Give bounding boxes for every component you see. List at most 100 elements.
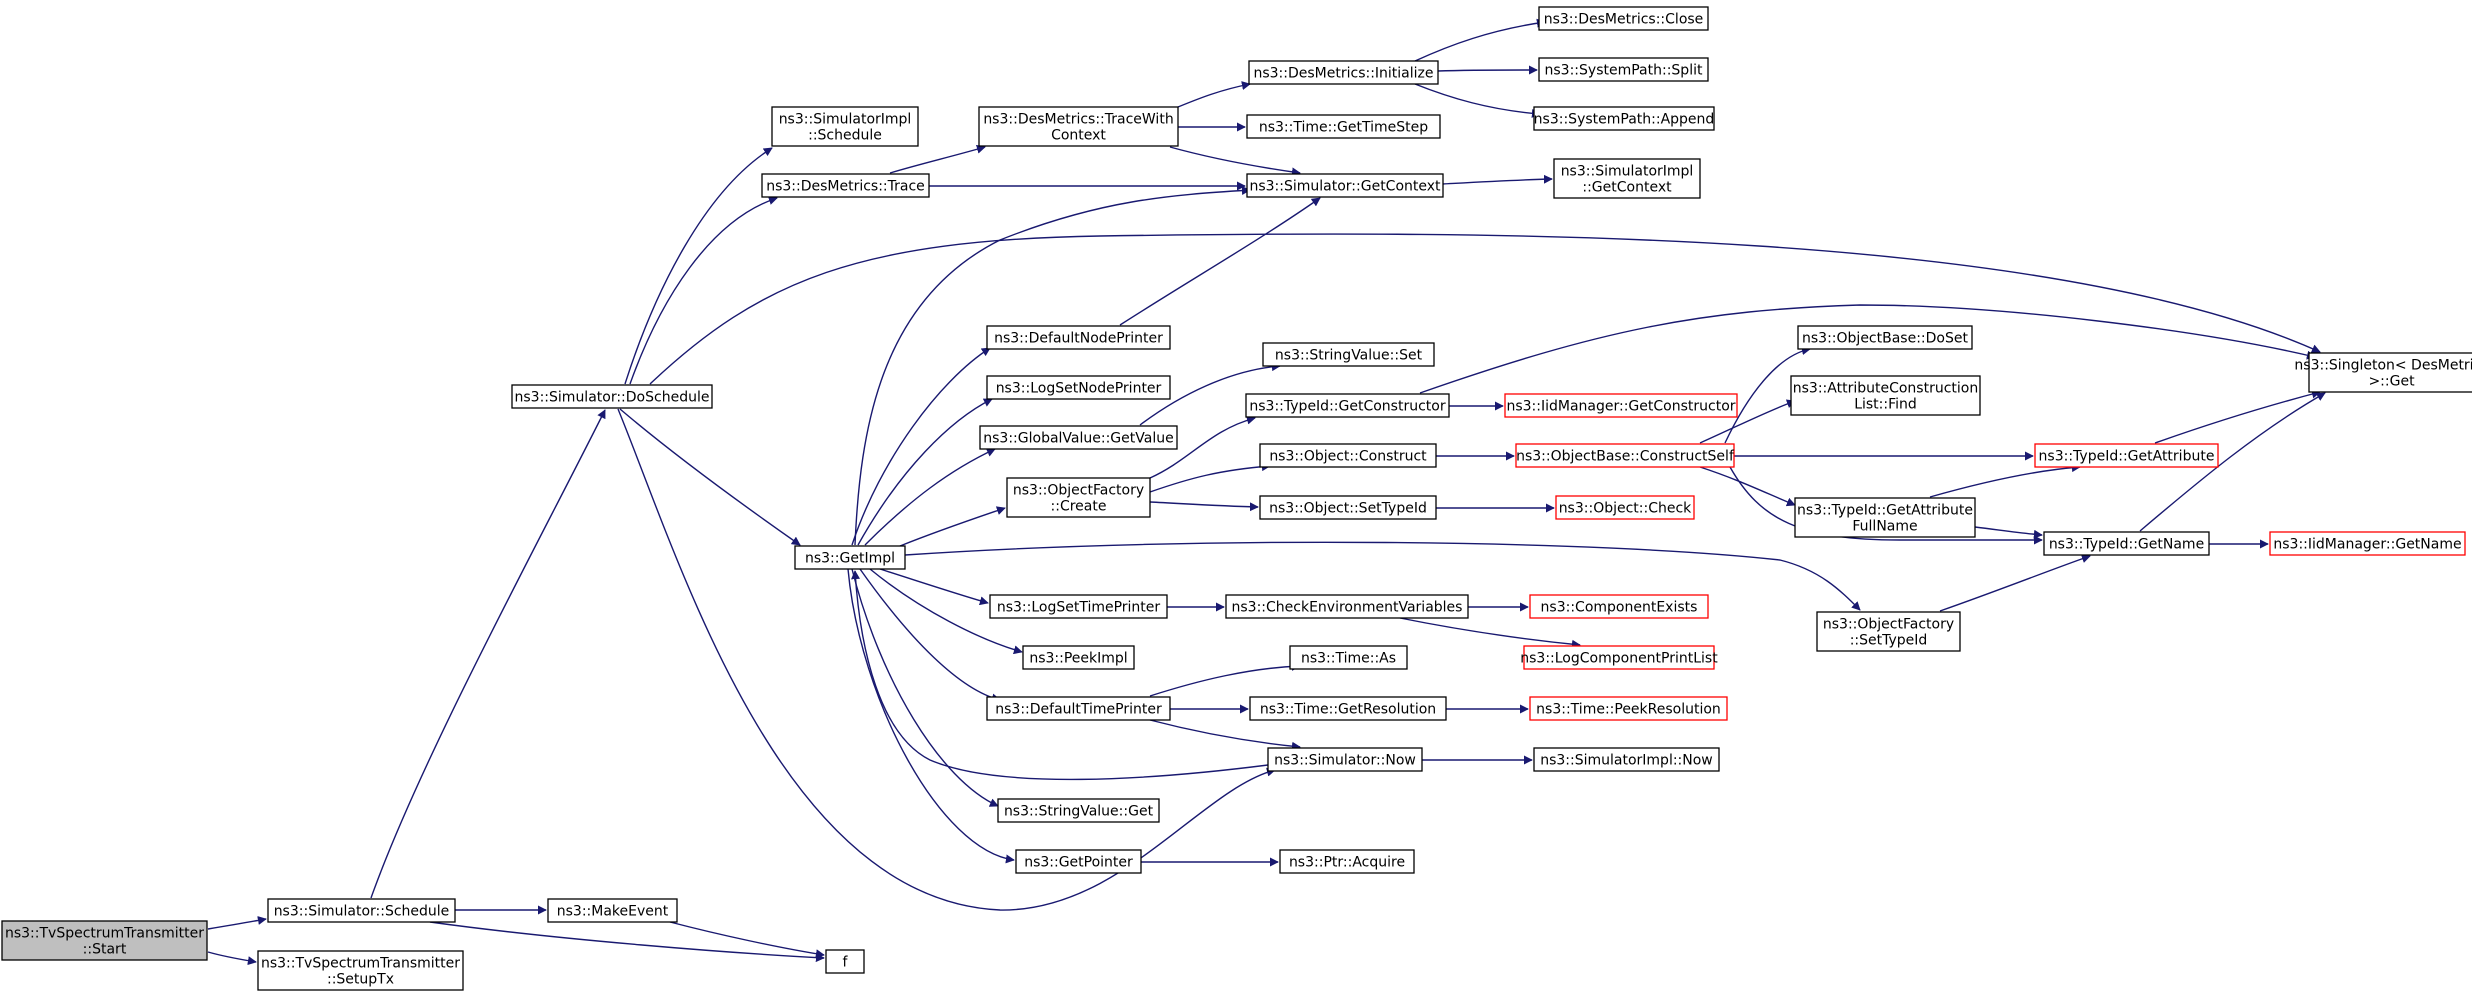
node-desmetrics-init[interactable]: ns3::DesMetrics::Initialize	[1248, 60, 1439, 85]
node-simimpl-now[interactable]: ns3::SimulatorImpl::Now	[1533, 747, 1720, 772]
node-objectbase-constructself[interactable]: ns3::ObjectBase::ConstructSelf	[1515, 443, 1735, 468]
node-label: ns3::TypeId::GetAttribute	[1797, 503, 1973, 519]
node-typeid-getconstructor[interactable]: ns3::TypeId::GetConstructor	[1245, 393, 1450, 418]
node-box	[986, 696, 1171, 721]
edge-line	[1419, 304, 2316, 394]
node-box	[2269, 531, 2466, 556]
node-doschedule[interactable]: ns3::Simulator::DoSchedule	[511, 384, 713, 409]
edge-line	[1437, 65, 1538, 75]
edge-defaulttimeprinter-to-time_as	[1149, 661, 1301, 697]
node-box	[1553, 158, 1701, 199]
edge-sim_schedule-to-doschedule	[370, 409, 606, 899]
node-logcomponentprintlist[interactable]: ns3::LogComponentPrintList	[1520, 645, 1718, 670]
node-sim-now[interactable]: ns3::Simulator::Now	[1267, 747, 1423, 772]
node-time-as[interactable]: ns3::Time::As	[1289, 645, 1408, 670]
node-iidmanager-getname[interactable]: ns3::IidManager::GetName	[2269, 531, 2466, 556]
node-start[interactable]: ns3::TvSpectrumTransmitter::Start	[1, 920, 208, 961]
node-objectfactory-create[interactable]: ns3::ObjectFactory::Create	[1006, 477, 1151, 518]
edge-line	[869, 568, 1023, 655]
node-globalvalue-getvalue[interactable]: ns3::GlobalValue::GetValue	[979, 425, 1178, 450]
node-logsettimeprinter[interactable]: ns3::LogSetTimePrinter	[989, 594, 1168, 619]
edge-doschedule-to-simimpl_schedule	[624, 147, 773, 385]
node-peekimpl[interactable]: ns3::PeekImpl	[1022, 645, 1135, 670]
node-simimpl-schedule[interactable]: ns3::SimulatorImpl::Schedule	[771, 106, 919, 147]
edge-line	[1149, 462, 1271, 493]
edge-line	[864, 448, 996, 546]
node-label: ns3::ObjectFactory	[1823, 617, 1954, 633]
node-sim-schedule[interactable]: ns3::Simulator::Schedule	[267, 898, 456, 923]
edge-line	[429, 921, 825, 963]
node-defaulttimeprinter[interactable]: ns3::DefaultTimePrinter	[986, 696, 1171, 721]
node-systempath-append[interactable]: ns3::SystemPath::Append	[1533, 106, 1715, 131]
node-box	[1289, 645, 1408, 670]
node-object-settypeid[interactable]: ns3::Object::SetTypeId	[1259, 495, 1437, 520]
node-time-peekresolution[interactable]: ns3::Time::PeekResolution	[1529, 696, 1728, 721]
node-typeid-getname[interactable]: ns3::TypeId::GetName	[2043, 531, 2210, 556]
node-box	[511, 384, 713, 409]
edge-line	[1974, 526, 2043, 539]
node-label: ns3::SystemPath::Split	[1545, 63, 1703, 79]
node-label: ns3::LogSetNodePrinter	[996, 381, 1162, 397]
node-box	[986, 325, 1171, 350]
node-f[interactable]: f	[825, 949, 865, 974]
node-time-gettimestep[interactable]: ns3::Time::GetTimeStep	[1246, 114, 1441, 139]
node-stringvalue-get[interactable]: ns3::StringValue::Get	[997, 798, 1160, 823]
edge-typeid_getconstructor-to-singleton_get	[1419, 304, 2316, 394]
node-box	[2043, 531, 2210, 556]
edge-tracewithcontext-to-sim_getcontext	[1169, 146, 1301, 177]
node-box	[1529, 594, 1709, 619]
node-time-getresolution[interactable]: ns3::Time::GetResolution	[1249, 696, 1447, 721]
node-objectbase-doset[interactable]: ns3::ObjectBase::DoSet	[1797, 325, 1973, 350]
edge-desmetrics_init-to-desmetrics_close	[1414, 18, 1546, 62]
node-sim-getcontext[interactable]: ns3::Simulator::GetContext	[1246, 173, 1444, 198]
node-getpointer[interactable]: ns3::GetPointer	[1015, 849, 1142, 874]
node-box	[1267, 747, 1423, 772]
node-box	[1245, 393, 1450, 418]
node-label: ns3::Time::PeekResolution	[1536, 702, 1721, 718]
node-simimpl-getcontext[interactable]: ns3::SimulatorImpl::GetContext	[1553, 158, 1701, 199]
node-box	[997, 798, 1160, 823]
node-iidmanager-getconstructor[interactable]: ns3::IidManager::GetConstructor	[1504, 393, 1738, 418]
node-setuptx[interactable]: ns3::TvSpectrumTransmitter::SetupTx	[257, 950, 464, 991]
node-label: ns3::TvSpectrumTransmitter	[261, 956, 460, 972]
node-box	[1262, 342, 1435, 367]
edge-line	[629, 196, 778, 385]
edge-typeid_getattributefullname-to-typeid_getattribute	[1929, 463, 2081, 498]
node-stringvalue-set[interactable]: ns3::StringValue::Set	[1262, 342, 1435, 367]
node-object-construct[interactable]: ns3::Object::Construct	[1259, 443, 1437, 468]
node-objectfactory-settypeid[interactable]: ns3::ObjectFactory::SetTypeId	[1816, 611, 1961, 652]
edge-getimpl-to-logsetnodeprinter	[857, 398, 993, 546]
node-typeid-getattribute[interactable]: ns3::TypeId::GetAttribute	[2034, 443, 2219, 468]
node-box	[1279, 849, 1415, 874]
node-makeevent[interactable]: ns3::MakeEvent	[547, 898, 678, 923]
edge-doschedule-to-sim_now	[617, 408, 1276, 911]
node-label: ns3::StringValue::Set	[1275, 348, 1423, 364]
node-singleton-get[interactable]: ns3::Singleton< DesMetrics >::Get	[2294, 352, 2472, 393]
node-defaultnodeprinter[interactable]: ns3::DefaultNodePrinter	[986, 325, 1171, 350]
edge-getimpl-to-objectfactory_settypeid	[904, 541, 1861, 611]
node-checkenvvars[interactable]: ns3::CheckEnvironmentVariables	[1225, 594, 1469, 619]
node-box	[257, 950, 464, 991]
node-ptr-acquire[interactable]: ns3::Ptr::Acquire	[1279, 849, 1415, 874]
node-desmetrics-trace[interactable]: ns3::DesMetrics::Trace	[761, 173, 930, 198]
node-logsetnodeprinter[interactable]: ns3::LogSetNodePrinter	[986, 375, 1171, 400]
node-systempath-split[interactable]: ns3::SystemPath::Split	[1538, 57, 1709, 82]
edge-line	[899, 506, 1006, 547]
edge-objectbase_constructself-to-attributeconstruction_find	[1699, 399, 1796, 444]
edge-objectbase_constructself-to-objectbase_doset	[1724, 346, 1811, 444]
call-edges	[207, 18, 2326, 966]
edge-line	[854, 186, 1251, 546]
edge-typeid_getattributefullname-to-typeid_getname	[1974, 526, 2043, 539]
node-box	[1249, 696, 1447, 721]
node-label: ns3::TypeId::GetName	[2049, 537, 2204, 553]
node-componentexists[interactable]: ns3::ComponentExists	[1529, 594, 1709, 619]
node-getimpl[interactable]: ns3::GetImpl	[794, 545, 906, 570]
node-object-check[interactable]: ns3::Object::Check	[1555, 495, 1695, 520]
node-desmetrics-close[interactable]: ns3::DesMetrics::Close	[1538, 6, 1709, 31]
node-box	[1259, 495, 1437, 520]
edge-getimpl-to-stringvalue_get	[851, 568, 999, 807]
